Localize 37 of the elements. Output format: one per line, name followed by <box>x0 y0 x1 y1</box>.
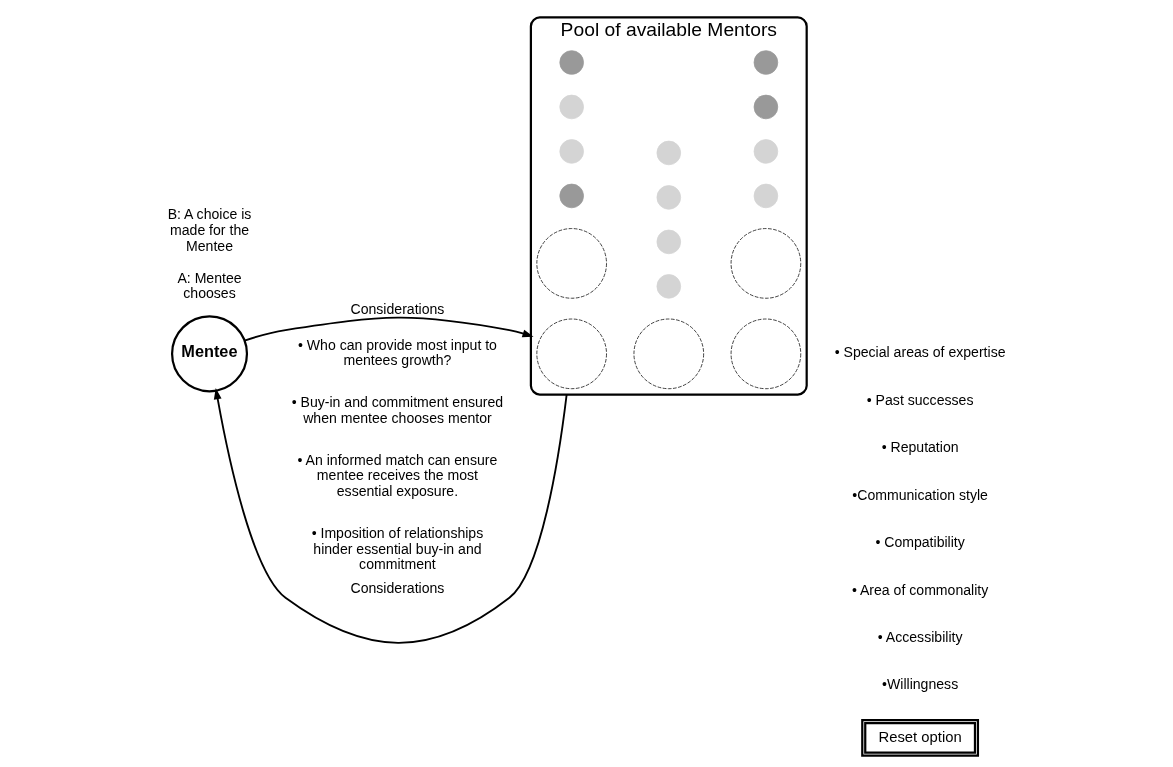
arrow <box>213 388 568 644</box>
node-circle <box>730 228 802 299</box>
arrow <box>243 316 534 342</box>
node-circle: Mentee <box>171 315 249 393</box>
label: • Area of commonality <box>851 581 989 598</box>
node-circle <box>559 94 584 120</box>
label: • Who can provide most input to mentees growth? <box>297 336 497 369</box>
node-circle <box>753 50 779 75</box>
node-circle <box>559 50 584 75</box>
label: •Communication style <box>852 486 988 503</box>
node-circle <box>656 140 681 166</box>
label: B: A choice is made for the Mentee <box>167 206 252 254</box>
label: • Accessibility <box>877 629 963 646</box>
label: • Buy-in and commitment ensured when mentee chooses mentor <box>291 394 504 426</box>
node-circle <box>730 318 802 390</box>
label: • An informed match can ensure mentee receives the most essential exposure. <box>297 451 498 499</box>
node-circle <box>753 183 779 209</box>
cluster: Pool of available Mentors <box>529 16 808 396</box>
label: • Past successes <box>866 391 974 408</box>
label: •Willingness <box>882 676 959 693</box>
node-circle <box>656 274 681 299</box>
node-circle <box>753 94 779 120</box>
node-circle <box>753 139 779 164</box>
label: • Special areas of expertise <box>834 344 1006 361</box>
node-circle <box>559 139 584 164</box>
label: A: Mentee chooses <box>177 269 242 302</box>
label: • Imposition of relationships hinder essential buy-in and commitment <box>311 525 484 573</box>
node-circle <box>656 185 681 210</box>
node-circle <box>536 228 607 299</box>
node-circle <box>656 229 681 255</box>
label: • Compatibility <box>875 534 965 551</box>
node-circle <box>559 183 584 209</box>
node-circle <box>536 318 607 390</box>
node-circle <box>633 318 704 390</box>
label: • Reputation <box>881 439 959 456</box>
edge-label: Considerations <box>350 580 445 597</box>
edge-label: Considerations <box>350 300 445 317</box>
